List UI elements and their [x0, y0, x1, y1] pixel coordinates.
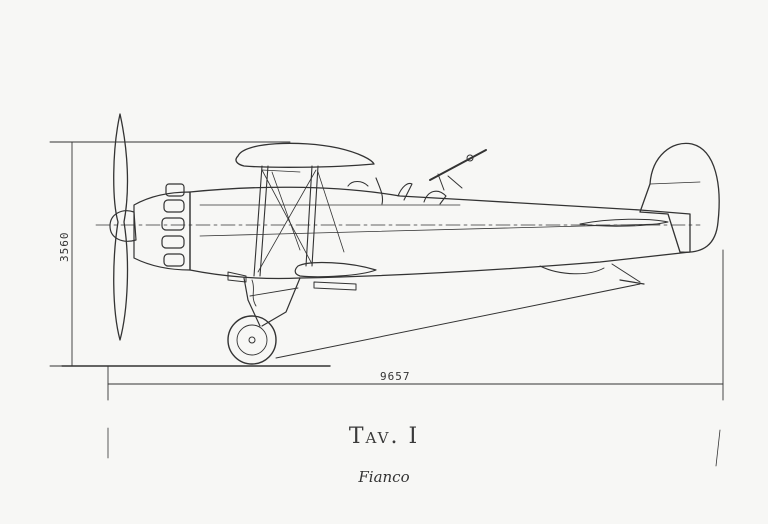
- interplane-struts: [253, 165, 345, 277]
- propeller: [109, 113, 137, 341]
- fuselage-stripe: [199, 223, 661, 237]
- ground-angle-line: [275, 283, 641, 359]
- height-dimension-label: 3560: [58, 232, 71, 263]
- cockpit: [347, 149, 487, 205]
- upper-wing: [235, 142, 375, 168]
- plate-subtitle: Fianco: [358, 468, 410, 486]
- lower-wing: [294, 261, 377, 278]
- engine: [133, 183, 191, 271]
- landing-gear: [227, 271, 357, 365]
- wheel: [227, 315, 277, 365]
- tail: [539, 142, 720, 285]
- machine-gun: [429, 149, 487, 181]
- plate-title: Tav. I: [348, 424, 420, 449]
- fuselage: [189, 186, 691, 280]
- length-dimension-label: 9657: [380, 370, 411, 383]
- length-dimension: 9657: [107, 249, 724, 467]
- height-dimension: 3560: [49, 141, 121, 367]
